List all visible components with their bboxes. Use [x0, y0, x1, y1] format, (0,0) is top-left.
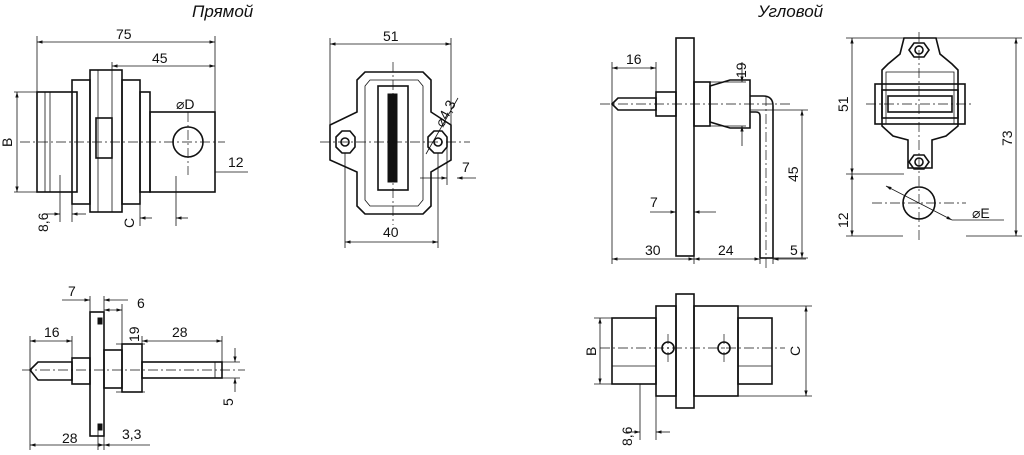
- dim-12-angled: 12: [835, 212, 851, 228]
- dim-e: ⌀E: [972, 205, 990, 221]
- dim-45-angled: 45: [785, 166, 801, 182]
- dim-40: 40: [383, 224, 399, 240]
- dim-c-top: C: [787, 346, 803, 356]
- angled-side-view: 16 19 45 7 30 24 5: [600, 37, 808, 268]
- dim-73: 73: [999, 130, 1015, 146]
- dim-8-6-top: 8,6: [619, 426, 635, 446]
- dim-d4-3: ⌀4,3: [432, 97, 459, 129]
- dim-24: 24: [718, 242, 734, 258]
- dim-19-side: 19: [126, 326, 142, 342]
- dim-28-bottom: 28: [62, 430, 78, 446]
- dim-16-angled: 16: [626, 51, 642, 67]
- angled-top-view: B C 8,6: [583, 293, 812, 446]
- dim-28-top: 28: [172, 324, 188, 340]
- title-angled: Угловой: [757, 2, 824, 21]
- straight-front-view: 75 45 ⌀D B 12 8,6 C: [0, 26, 248, 232]
- dim-51-angled: 51: [835, 96, 851, 112]
- dim-6: 6: [137, 295, 145, 311]
- contact-strip: [387, 93, 398, 183]
- dim-45: 45: [152, 50, 168, 66]
- dim-7-side: 7: [68, 283, 76, 299]
- straight-face-view: 51 ⌀4,3 7 40: [320, 28, 476, 248]
- dim-b-front: B: [0, 138, 15, 147]
- dim-12: 12: [228, 154, 244, 170]
- straight-side-view: 7 6 16 19 28 5 28 3,3: [22, 283, 245, 450]
- dim-19-angled: 19: [733, 62, 749, 78]
- dim-d: ⌀D: [176, 96, 195, 112]
- dim-3-3: 3,3: [122, 426, 142, 442]
- angled-face-view: 51 73 12 ⌀E: [835, 32, 1022, 240]
- dim-75: 75: [116, 26, 132, 42]
- dim-30: 30: [645, 242, 661, 258]
- title-straight: Прямой: [192, 2, 254, 21]
- dim-51-face: 51: [383, 28, 399, 44]
- dim-8-6: 8,6: [35, 212, 51, 232]
- dim-7-face: 7: [462, 159, 470, 175]
- dim-b-top: B: [583, 347, 599, 356]
- dim-5-side: 5: [220, 398, 236, 406]
- dim-7-angled: 7: [650, 194, 658, 210]
- dim-16-side: 16: [44, 324, 60, 340]
- dim-5-angled: 5: [790, 242, 798, 258]
- dim-c-front: C: [121, 218, 137, 228]
